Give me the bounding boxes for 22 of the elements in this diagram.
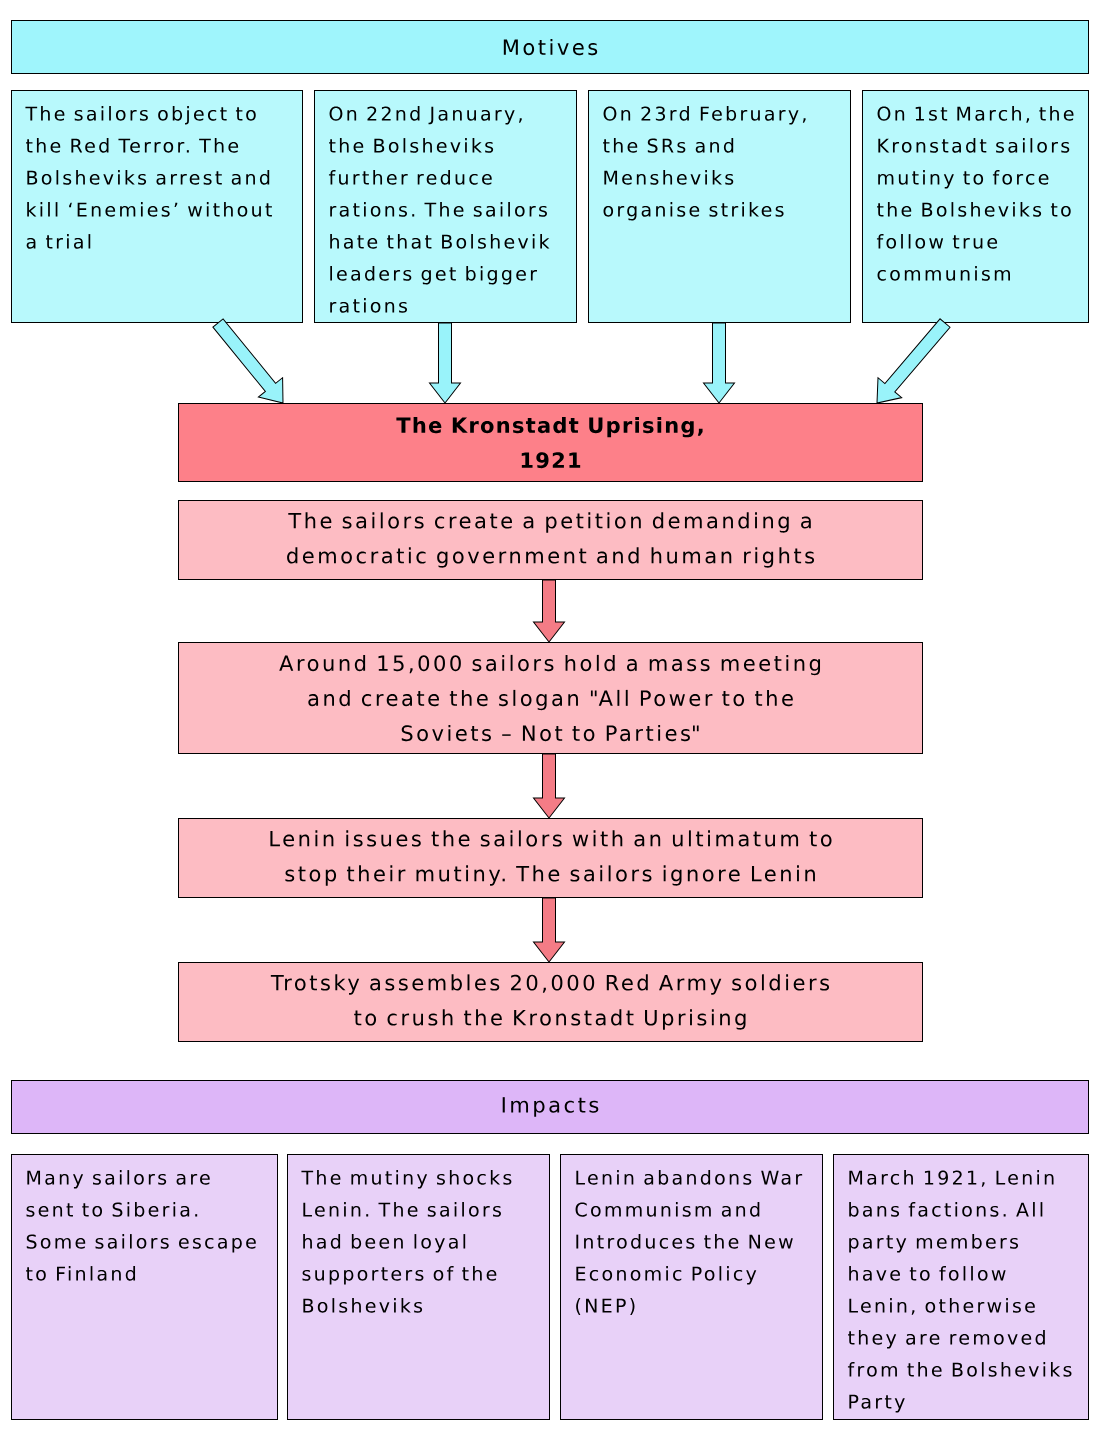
heading-bar: Impacts bbox=[11, 1080, 1089, 1134]
block-arrow bbox=[533, 753, 565, 819]
text-box: The sailors object to the Red Terror. The Bolsheviks arrest and kill ‘Enemies’ without a trial bbox=[11, 90, 303, 323]
block-arrow bbox=[429, 322, 461, 404]
step-box: The sailors create a petition demanding a democratic government and human rights bbox=[178, 500, 923, 580]
text-box: Many sailors are sent to Siberia. Some sailors escape to Finland bbox=[11, 1154, 278, 1420]
step-box: Around 15,000 sailors hold a mass meeting and create the slogan "All Power to the Soviets – Not to Parties" bbox=[178, 642, 923, 754]
block-arrow bbox=[876, 318, 951, 404]
text-box: On 23rd February, the SRs and Mensheviks organise strikes bbox=[588, 90, 851, 323]
heading-bar: Motives bbox=[11, 20, 1089, 74]
text-box: March 1921, Lenin bans factions. All party members have to follow Lenin, otherwise they are removed from the Bolsheviks Party bbox=[833, 1154, 1089, 1420]
text-box: On 22nd January, the Bolsheviks further reduce rations. The sailors hate that Bolshevik leaders get bigger rations bbox=[314, 90, 577, 323]
block-arrow bbox=[703, 322, 735, 404]
text-box: On 1st March, the Kronstadt sailors mutiny to force the Bolsheviks to follow true communism bbox=[862, 90, 1089, 323]
block-arrow bbox=[533, 897, 565, 963]
title-box: The Kronstadt Uprising, 1921 bbox=[178, 403, 923, 482]
block-arrow bbox=[533, 579, 565, 643]
step-box: Lenin issues the sailors with an ultimatum to stop their mutiny. The sailors ignore Lenin bbox=[178, 818, 923, 898]
block-arrow bbox=[212, 318, 284, 404]
text-box: Lenin abandons War Communism and Introduces the New Economic Policy (NEP) bbox=[560, 1154, 823, 1420]
text-box: The mutiny shocks Lenin. The sailors had been loyal supporters of the Bolsheviks bbox=[287, 1154, 550, 1420]
step-box: Trotsky assembles 20,000 Red Army soldiers to crush the Kronstadt Uprising bbox=[178, 962, 923, 1042]
